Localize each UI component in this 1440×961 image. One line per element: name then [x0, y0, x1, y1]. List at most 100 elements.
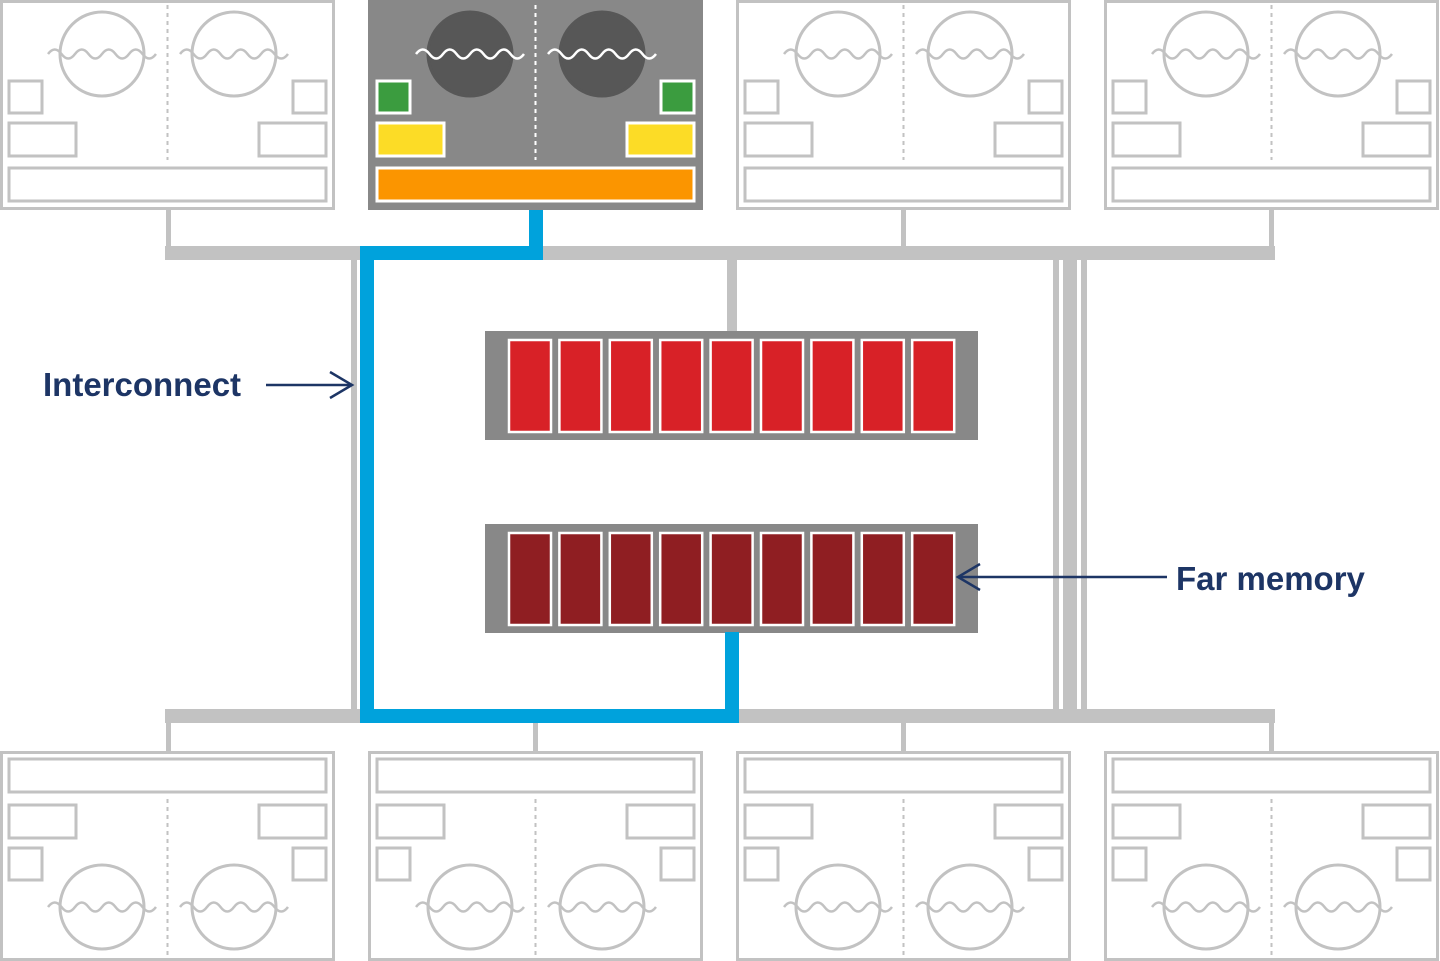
interconnect-path	[360, 210, 739, 723]
memory-bank-far-module	[658, 531, 704, 627]
node-top-3-medium-box-right	[993, 121, 1064, 158]
node-top-2-medium-box-right	[625, 121, 696, 158]
node-bottom-1	[0, 751, 335, 961]
top-node-row	[0, 0, 1439, 210]
node-bottom-3-small-box-right	[1027, 846, 1064, 882]
node-bottom-1-medium-box-right	[257, 803, 328, 840]
far-memory-callout: Far memory	[955, 560, 1366, 597]
memory-bank-upper-module	[759, 338, 805, 434]
memory-bank-far-module	[810, 531, 855, 627]
bottom-node-4-drop	[1269, 721, 1274, 751]
node-bottom-4-wave-icon	[1283, 901, 1393, 913]
node-top-1-wide-box	[7, 166, 328, 203]
node-top-3	[736, 0, 1071, 210]
bottom-node-3-drop	[901, 721, 906, 751]
top-node-3-drop	[901, 210, 906, 248]
node-top-2-wave-icon	[547, 48, 657, 60]
node-bottom-2-wave-icon	[415, 901, 525, 913]
node-bottom-1-small-box-left	[7, 846, 44, 882]
top-node-4-drop	[1269, 210, 1274, 248]
node-bottom-3-wave-icon	[915, 901, 1025, 913]
node-bottom-4-wide-box	[1111, 757, 1432, 794]
memory-bank-upper-module	[658, 338, 704, 434]
node-top-4	[1104, 0, 1439, 210]
node-bottom-3-small-box-left	[743, 846, 780, 882]
node-top-3-wave-icon	[783, 48, 893, 60]
node-top-2	[368, 0, 703, 210]
node-bottom-3-medium-box-left	[743, 803, 814, 840]
node-bottom-4-small-box-left	[1111, 846, 1148, 882]
node-bottom-2-medium-box-right	[625, 803, 696, 840]
bottom-node-2-drop	[533, 721, 538, 751]
node-top-1-medium-box-left	[7, 121, 78, 158]
memory-bank-far-module	[507, 531, 553, 627]
node-top-4-medium-box-right	[1361, 121, 1432, 158]
interconnect-label: Interconnect	[43, 366, 241, 403]
vertical-trunk-right-2	[1063, 260, 1077, 710]
vertical-trunk-right-3	[1081, 260, 1087, 710]
node-bottom-1-wide-box	[7, 757, 328, 794]
node-top-2-small-box-left	[375, 79, 412, 115]
node-bottom-3-medium-box-right	[993, 803, 1064, 840]
memory-bank-far-module	[910, 531, 956, 627]
bottom-node-row	[0, 751, 1439, 961]
bottom-node-1-drop	[166, 721, 171, 751]
node-top-4-small-box-left	[1111, 79, 1148, 115]
memory-bank-upper-module	[608, 338, 654, 434]
node-bottom-2-wide-box	[375, 757, 696, 794]
upper-memory-drop	[727, 258, 737, 334]
node-top-3-small-box-left	[743, 79, 780, 115]
node-top-1-wave-icon	[47, 48, 157, 60]
memory-bank-upper-module	[558, 338, 603, 434]
memory-bank-far	[485, 524, 978, 633]
vertical-trunk-right-1	[1053, 260, 1059, 710]
node-top-3-medium-box-left	[743, 121, 814, 158]
node-top-4-wave-icon	[1283, 48, 1393, 60]
memory-bank-far-module	[860, 531, 906, 627]
node-top-2-medium-box-left	[375, 121, 446, 158]
node-bottom-3-wave-icon	[783, 901, 893, 913]
node-top-4-wide-box	[1111, 166, 1432, 203]
node-top-4-wave-icon	[1151, 48, 1261, 60]
node-bottom-1-small-box-right	[291, 846, 328, 882]
memory-bank-far-module	[709, 531, 754, 627]
node-bottom-4-medium-box-left	[1111, 803, 1182, 840]
memory-bank-upper	[485, 331, 978, 440]
memory-bank-far-module	[558, 531, 603, 627]
node-bottom-2	[368, 751, 703, 961]
vertical-trunk-left	[351, 260, 357, 710]
node-bottom-3-wide-box	[743, 757, 1064, 794]
memory-bank-upper-module	[709, 338, 754, 434]
interconnect-arrow-head	[329, 370, 355, 400]
node-bottom-1-medium-box-left	[7, 803, 78, 840]
memory-bank-far-module	[759, 531, 805, 627]
memory-bank-upper-module	[810, 338, 855, 434]
far-memory-arrow-head	[955, 562, 981, 592]
node-bottom-4	[1104, 751, 1439, 961]
node-top-1-wave-icon	[179, 48, 289, 60]
node-bottom-3	[736, 751, 1071, 961]
node-top-1-small-box-left	[7, 79, 44, 115]
node-top-3-wide-box	[743, 166, 1064, 203]
interconnect-path-line	[360, 210, 739, 723]
node-bottom-1-wave-icon	[47, 901, 157, 913]
top-node-1-drop	[166, 210, 171, 248]
memory-bank-far-module	[608, 531, 654, 627]
node-bottom-4-small-box-right	[1395, 846, 1432, 882]
node-bottom-2-medium-box-left	[375, 803, 446, 840]
node-bottom-4-medium-box-right	[1361, 803, 1432, 840]
node-top-1-medium-box-right	[257, 121, 328, 158]
node-bottom-2-small-box-left	[375, 846, 412, 882]
node-top-4-medium-box-left	[1111, 121, 1182, 158]
top-bus	[165, 246, 1275, 260]
node-top-3-small-box-right	[1027, 79, 1064, 115]
node-bottom-4-wave-icon	[1151, 901, 1261, 913]
memory-bank-upper-module	[507, 338, 553, 434]
node-top-4-small-box-right	[1395, 79, 1432, 115]
node-top-2-wide-box	[375, 166, 696, 203]
node-top-1-small-box-right	[291, 79, 328, 115]
memory-bank-upper-module	[910, 338, 956, 434]
node-bottom-1-wave-icon	[179, 901, 289, 913]
